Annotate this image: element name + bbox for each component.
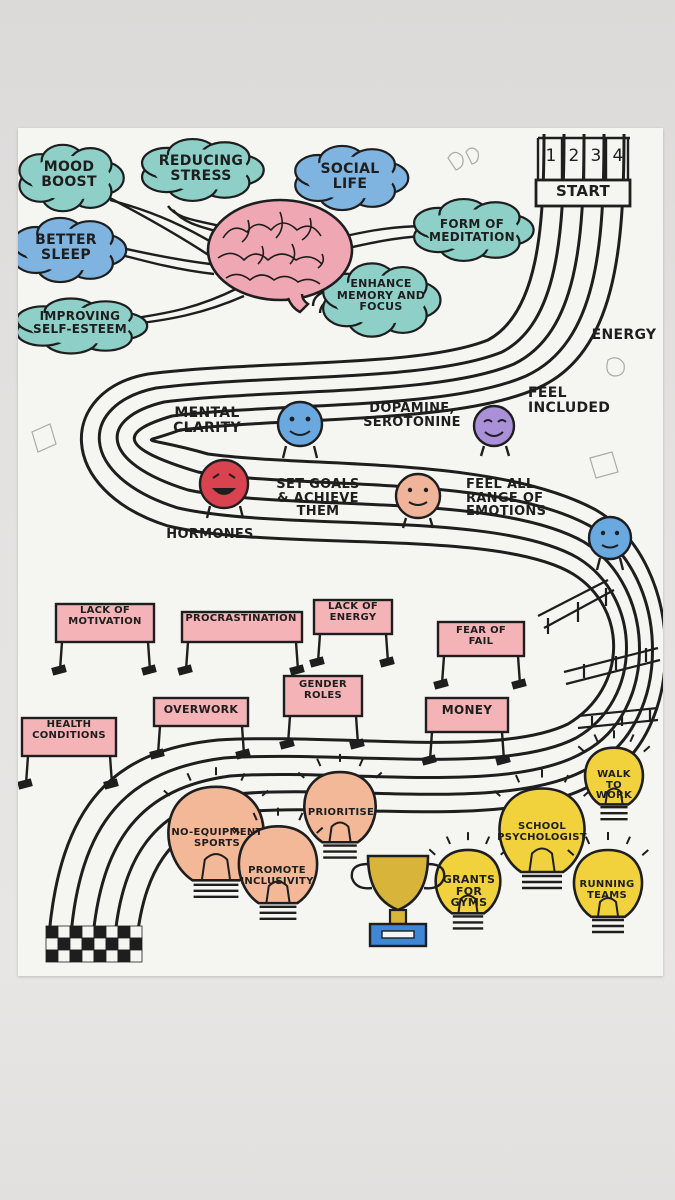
benefit-label: FORM OF MEDITATION xyxy=(428,217,516,244)
trophy-icon xyxy=(350,854,446,948)
lightbulb-icon xyxy=(297,753,383,859)
barrier-label: HEALTH CONDITIONS xyxy=(32,719,106,741)
track-hurdles xyxy=(537,579,661,730)
benefit-label: MOOD BOOST xyxy=(41,159,97,190)
barrier-label: OVERWORK xyxy=(163,703,239,716)
finish-line xyxy=(45,925,143,963)
barrier-hurdle xyxy=(51,602,157,676)
solution-label: PROMOTE INCLUSIVITY xyxy=(240,865,314,887)
barrier-label: MONEY xyxy=(441,703,493,717)
lightbulb-icon xyxy=(577,730,651,821)
barrier-hurdle xyxy=(149,696,251,760)
benefit-clouds xyxy=(18,137,535,355)
lightbulb-icon xyxy=(428,832,508,930)
lane-number: 1 xyxy=(545,146,557,166)
lightbulb-icon xyxy=(493,769,591,890)
lane-number: 2 xyxy=(568,146,580,166)
solution-label: GRANTS FOR GYMS xyxy=(442,873,496,910)
barrier-hurdle xyxy=(177,610,305,676)
benefit-label: IMPROVING SELF-ESTEEM xyxy=(33,309,127,336)
solution-label: WALK TO WORK xyxy=(595,769,633,801)
effect-label: DOPAMINE, SEROTONINE xyxy=(363,401,461,430)
face-icon xyxy=(198,458,250,519)
solution-label: NO-EQUIPMENT SPORTS xyxy=(171,827,263,849)
face-icon xyxy=(276,400,324,459)
barrier-hurdle xyxy=(433,620,527,690)
benefit-label: REDUCING STRESS xyxy=(158,153,244,184)
margin-doodles xyxy=(31,147,625,479)
barrier-hurdle xyxy=(421,696,511,766)
barriers xyxy=(18,598,527,790)
benefit-cloud-form-of-meditation xyxy=(413,197,535,263)
start-label: START xyxy=(555,182,611,200)
solution-lightbulbs xyxy=(163,730,651,934)
barrier-hurdle xyxy=(309,598,395,668)
effect-label: HORMONES xyxy=(166,527,254,542)
benefit-label: BETTER SLEEP xyxy=(35,232,97,263)
lane-number: 4 xyxy=(612,146,624,166)
solution-label: RUNNING TEAMS xyxy=(579,879,635,901)
lightbulb-icon xyxy=(567,832,649,934)
effect-label: MENTAL CLARITY xyxy=(173,405,241,436)
solution-label: PRIORITISE xyxy=(307,807,375,818)
face-icon xyxy=(472,404,516,457)
effect-label: FEEL INCLUDED xyxy=(528,385,611,416)
emotion-faces xyxy=(198,400,633,571)
benefit-cloud-improving-self-esteem xyxy=(18,297,149,355)
barrier-label: PROCRASTINATION xyxy=(185,613,297,624)
benefit-cloud-reducing-stress xyxy=(140,137,265,203)
barrier-label: GENDER ROLES xyxy=(298,679,348,701)
benefit-cloud-mood-boost xyxy=(18,143,125,213)
barrier-label: FEAR OF FAIL xyxy=(455,625,506,647)
poster-drawing xyxy=(18,133,663,963)
barrier-label: LACK OF ENERGY xyxy=(327,601,379,623)
barrier-label: LACK OF MOTIVATION xyxy=(68,605,142,627)
solution-label: SCHOOL PSYCHOLOGIST xyxy=(497,821,587,843)
benefit-label: ENHANCE MEMORY AND FOCUS xyxy=(336,277,426,314)
benefit-label: SOCIAL LIFE xyxy=(320,161,380,192)
benefit-cloud-enhance-memory xyxy=(322,262,442,338)
lightbulb-icon xyxy=(232,807,324,920)
barrier-hurdle xyxy=(279,674,365,750)
track-energy-label: ENERGY xyxy=(591,327,657,343)
face-icon xyxy=(394,472,442,529)
lane-number: 3 xyxy=(590,146,602,166)
start-gate xyxy=(534,136,632,208)
brain-icon xyxy=(206,198,354,314)
effect-label: SET GOALS & ACHIEVE THEM xyxy=(276,477,360,520)
benefit-cloud-social-life xyxy=(294,144,410,212)
face-icon xyxy=(587,515,633,571)
effect-label: FEEL ALL RANGE OF EMOTIONS xyxy=(466,477,547,520)
benefit-cloud-better-sleep xyxy=(18,216,128,284)
poster: START 1 2 3 4 ENERGY MOOD BOOST REDUCING… xyxy=(18,128,663,976)
barrier-hurdle xyxy=(18,716,119,790)
